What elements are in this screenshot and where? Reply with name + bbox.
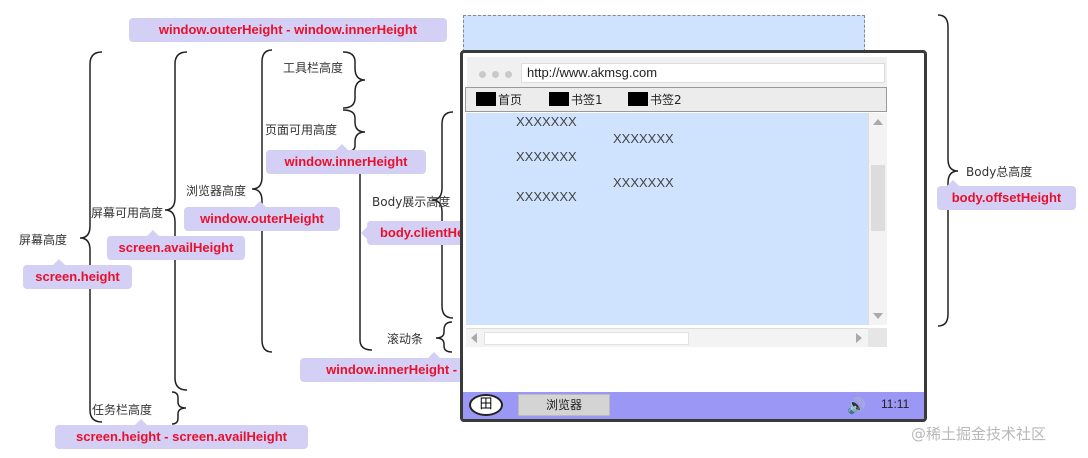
content-text: XXXXXXX	[516, 189, 577, 204]
brace-scrollbar	[435, 321, 453, 353]
tag-outer-minus-inner: window.outerHeight - window.innerHeight	[129, 18, 447, 42]
tag-height-minus-avail: screen.height - screen.availHeight	[55, 419, 308, 449]
browser-titlebar: http://www.akmsg.com	[467, 57, 887, 87]
horizontal-scrollbar[interactable]	[466, 328, 868, 347]
brace-page-avail-height	[342, 109, 366, 153]
brace-taskbar	[171, 391, 187, 425]
label-scrollbar: 滚动条	[387, 332, 424, 346]
content-text: XXXXXXX	[613, 175, 674, 190]
scroll-down-icon[interactable]	[873, 313, 883, 319]
folder-icon	[628, 92, 648, 106]
taskbar: 田 浏览器 🔊 11:11	[463, 392, 924, 419]
brace-browser-height	[251, 49, 273, 353]
brace-avail-height	[164, 51, 188, 391]
vertical-scrollbar[interactable]	[868, 113, 887, 325]
label-taskbar-height: 任务栏高度	[92, 403, 153, 417]
content-text: XXXXXXX	[516, 114, 577, 129]
brace-page-avail-line	[354, 151, 373, 351]
watermark: @稀土掘金技术社区	[911, 425, 1047, 443]
tag-avail-height: screen.availHeight	[107, 230, 245, 260]
horizontal-scroll-thumb[interactable]	[484, 332, 689, 345]
browser-window: http://www.akmsg.com 首页 书签1 书签2 XXXXXXX …	[460, 50, 927, 422]
address-bar[interactable]: http://www.akmsg.com	[521, 63, 885, 83]
window-dot-icon[interactable]	[479, 71, 486, 78]
label-body-display-height: Body展示高度	[372, 195, 451, 209]
label-body-total-height: Body总高度	[966, 165, 1033, 179]
label-avail-height: 屏幕可用高度	[91, 206, 164, 220]
brace-body-total	[937, 14, 959, 327]
start-button[interactable]: 田	[469, 394, 503, 416]
scrollbar-corner	[868, 328, 887, 347]
scroll-right-icon[interactable]	[856, 333, 862, 343]
folder-icon	[476, 92, 496, 106]
label-toolbar-height: 工具栏高度	[283, 61, 344, 75]
tag-screen-height: screen.height	[23, 259, 132, 289]
window-dot-icon[interactable]	[492, 71, 499, 78]
scroll-left-icon[interactable]	[471, 333, 477, 343]
bookmark-2[interactable]: 书签2	[628, 91, 682, 108]
brace-screen-height	[79, 51, 103, 423]
tag-offset-height: body.offsetHeight	[937, 180, 1076, 210]
bookmark-bar: 首页 书签1 书签2	[465, 87, 887, 112]
bookmark-home[interactable]: 首页	[476, 91, 522, 108]
tag-outer-height: window.outerHeight	[184, 201, 340, 231]
label-screen-height: 屏幕高度	[19, 233, 68, 247]
scroll-up-icon[interactable]	[873, 119, 883, 125]
folder-icon	[549, 92, 569, 106]
bookmark-1[interactable]: 书签1	[549, 91, 603, 108]
tag-inner-height: window.innerHeight	[266, 144, 426, 174]
window-dot-icon[interactable]	[505, 71, 512, 78]
speaker-icon[interactable]: 🔊	[847, 397, 866, 415]
clock: 11:11	[881, 397, 910, 411]
content-text: XXXXXXX	[613, 131, 674, 146]
body-overflow-area	[463, 15, 865, 52]
content-text: XXXXXXX	[516, 149, 577, 164]
label-page-avail-height: 页面可用高度	[265, 123, 338, 137]
brace-body-display	[431, 111, 454, 319]
vertical-scroll-thumb[interactable]	[871, 165, 885, 231]
page-viewport: XXXXXXX XXXXXXX XXXXXXX XXXXXXX XXXXXXX	[466, 113, 868, 325]
brace-toolbar-height	[342, 51, 366, 109]
taskbar-browser-item[interactable]: 浏览器	[518, 394, 610, 416]
label-browser-height: 浏览器高度	[186, 184, 247, 198]
